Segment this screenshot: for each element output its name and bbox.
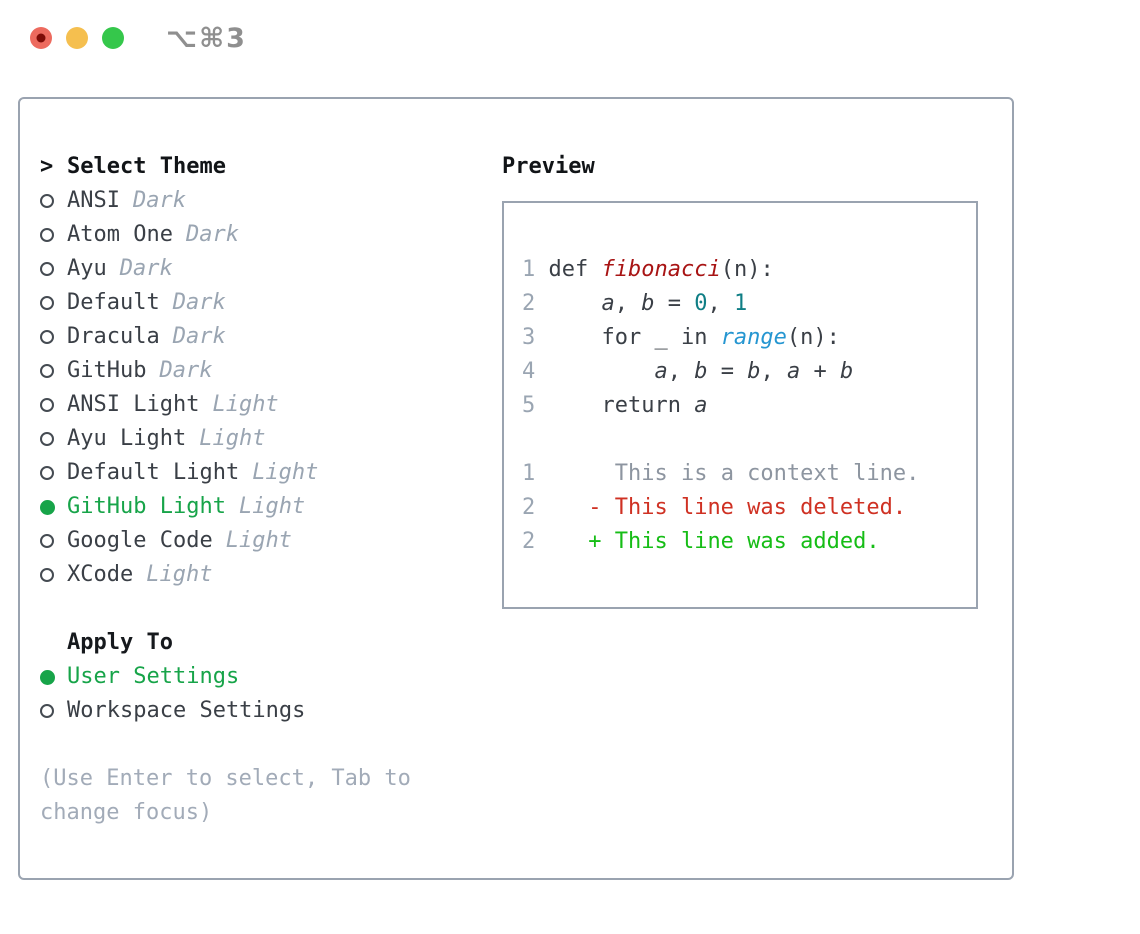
theme-variant-label: Light (199, 426, 266, 451)
preview-line: 5 return a (522, 393, 708, 418)
theme-option-ayu[interactable]: Ayu Dark (40, 252, 411, 286)
radio-icon (40, 330, 54, 344)
theme-variant-label: Dark (172, 290, 226, 315)
option-label: GitHub Light (67, 494, 226, 519)
option-label: Default Light (67, 460, 240, 485)
preview-line (522, 423, 976, 457)
unsaved-dot-icon (36, 33, 46, 43)
theme-option-atom-one[interactable]: Atom One Dark (40, 218, 411, 252)
preview-line: 1 This is a context line. (522, 461, 920, 486)
preview-column: Preview 1 def fibonacci(n): 2 a, b = 0, 1… (502, 150, 978, 609)
radio-icon (40, 262, 54, 276)
preview-code: 1 def fibonacci(n): 2 a, b = 0, 1 3 for _ … (522, 253, 976, 559)
spacer (40, 592, 411, 626)
select-theme-header: > Select Theme (40, 150, 411, 184)
keyboard-shortcut-label: ⌥⌘3 (166, 22, 247, 54)
radio-icon (40, 296, 54, 310)
option-label: XCode (67, 562, 134, 587)
theme-variant-label: Light (212, 392, 279, 417)
radio-icon (40, 364, 54, 378)
radio-icon (40, 432, 54, 446)
radio-selected-icon (40, 669, 55, 685)
radio-selected-icon (40, 499, 55, 515)
theme-option-github-light[interactable]: GitHub Light Light (40, 490, 411, 524)
radio-icon (40, 568, 54, 582)
option-label: User Settings (67, 664, 240, 689)
preview-line: 1 def fibonacci(n): (522, 257, 774, 282)
option-label: Ayu (67, 256, 107, 281)
preview-line: 3 for _ in range(n): (522, 325, 840, 350)
theme-variant-label: Dark (185, 222, 239, 247)
preview-line: 2 - This line was deleted. (522, 495, 907, 520)
preview-line: 4 a, b = b, a + b (522, 359, 854, 384)
radio-icon (40, 398, 54, 412)
option-label: Workspace Settings (67, 698, 306, 723)
option-label: Dracula (67, 324, 160, 349)
theme-option-dracula[interactable]: Dracula Dark (40, 320, 411, 354)
preview-line: 2 a, b = 0, 1 (522, 291, 748, 316)
theme-variant-label: Dark (172, 324, 226, 349)
theme-variant-label: Dark (159, 358, 213, 383)
theme-variant-label: Light (146, 562, 213, 587)
apply-to-title: Apply To (67, 630, 173, 655)
prompt-icon: > (40, 154, 54, 179)
help-text-line-1: (Use Enter to select, Tab to (40, 766, 411, 791)
select-theme-title: Select Theme (67, 154, 226, 179)
theme-variant-label: Light (252, 460, 319, 485)
theme-option-default-light[interactable]: Default Light Light (40, 456, 411, 490)
option-label: Atom One (67, 222, 173, 247)
preview-title: Preview (502, 154, 595, 179)
apply-to-header: Apply To (40, 626, 411, 660)
theme-option-ayu-light[interactable]: Ayu Light Light (40, 422, 411, 456)
theme-option-github[interactable]: GitHub Dark (40, 354, 411, 388)
radio-icon (40, 466, 54, 480)
option-label: ANSI Light (67, 392, 200, 417)
theme-variant-label: Light (225, 528, 292, 553)
theme-option-ansi-light[interactable]: ANSI Light Light (40, 388, 411, 422)
close-button[interactable] (30, 27, 52, 49)
option-label: Ayu Light (67, 426, 187, 451)
zoom-button[interactable] (102, 27, 124, 49)
option-label: Default (67, 290, 160, 315)
titlebar: ⌥⌘3 (0, 0, 1140, 76)
apply-option-workspace-settings[interactable]: Workspace Settings (40, 694, 411, 728)
preview-box: 1 def fibonacci(n): 2 a, b = 0, 1 3 for _ … (502, 201, 978, 609)
help-text-line-2: change focus) (40, 800, 213, 825)
minimize-button[interactable] (66, 27, 88, 49)
preview-line: 2 + This line was added. (522, 529, 880, 554)
theme-variant-label: Dark (119, 256, 173, 281)
radio-icon (40, 194, 54, 208)
theme-variant-label: Light (238, 494, 306, 519)
radio-icon (40, 534, 54, 548)
theme-option-default[interactable]: Default Dark (40, 286, 411, 320)
theme-variant-label: Dark (132, 188, 186, 213)
option-label: Google Code (67, 528, 213, 553)
radio-icon (40, 704, 54, 718)
theme-option-xcode[interactable]: XCode Light (40, 558, 411, 592)
option-label: ANSI (67, 188, 120, 213)
theme-option-ansi[interactable]: ANSI Dark (40, 184, 411, 218)
radio-icon (40, 228, 54, 242)
apply-option-user-settings[interactable]: User Settings (40, 660, 411, 694)
spacer (40, 728, 411, 762)
option-label: GitHub (67, 358, 147, 383)
theme-option-google-code[interactable]: Google Code Light (40, 524, 411, 558)
